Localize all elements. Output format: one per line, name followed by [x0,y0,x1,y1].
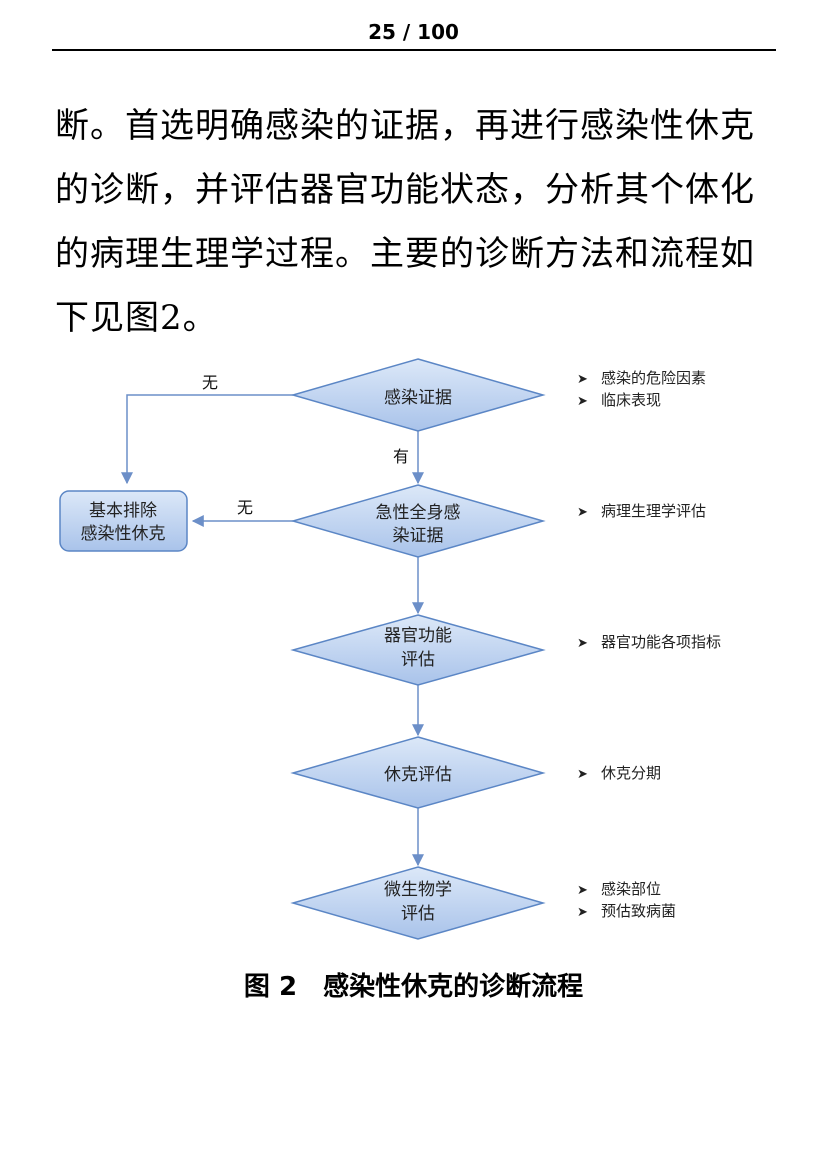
node-organ-label-2: 评估 [401,650,435,670]
note-pathogen: 预估致病菌 [601,902,676,920]
note-pathophysiology: 病理生理学评估 [601,502,706,520]
node-acute-label-1: 急性全身感 [376,503,461,523]
box-exclude-shock [59,490,188,552]
bullet-icon: ➤ [577,905,588,920]
bullet-icon: ➤ [577,505,588,520]
node-micro-label-1: 微生物学 [384,880,452,900]
diamond-micro-assessment [290,866,546,940]
node-micro-label-2: 评估 [401,904,435,924]
node-organ-label-1: 器官功能 [384,626,452,646]
bullet-icon: ➤ [577,883,588,898]
diamond-shock-assessment [290,736,546,809]
edge-infection-to-exclude [121,394,293,485]
note-shock-stage: 休克分期 [601,764,661,782]
node-exclude-label-1: 基本排除 [89,501,157,521]
node-infection-evidence-label: 感染证据 [384,388,452,408]
page-number: 25 / 100 [368,20,459,44]
diamond-organ-assessment [290,614,546,686]
bullet-icon: ➤ [577,394,588,409]
edge-label-no-top: 无 [202,373,218,392]
bullet-icon: ➤ [577,767,588,782]
edge-label-no-middle: 无 [237,498,253,517]
connector-lines [121,394,424,867]
header-rule [52,49,776,51]
figure-caption: 图 2 感染性休克的诊断流程 [0,966,827,1003]
note-clinical-signs: 临床表现 [601,391,661,409]
figure-number: 图 2 [243,972,298,1002]
bullet-icon: ➤ [577,372,588,387]
note-risk-factors: 感染的危险因素 [601,369,706,387]
body-paragraph: 断。首选明确感染的证据，再进行感染性休克的诊断，并评估器官功能状态，分析其个体化… [55,106,755,338]
diamond-infection-evidence [290,358,546,432]
note-organ-indicators: 器官功能各项指标 [601,633,721,651]
bullet-icon: ➤ [577,636,588,651]
edge-label-yes: 有 [393,447,409,466]
node-exclude-label-2: 感染性休克 [81,524,166,544]
figure-title: 感染性休克的诊断流程 [323,972,584,1002]
node-shock-label: 休克评估 [384,765,452,785]
diagnosis-flowchart: 感染证据 急性全身感 染证据 器官功能 评估 休克评估 微生物学 评估 基本排除… [59,358,721,940]
note-infection-site: 感染部位 [601,880,661,898]
node-acute-label-2: 染证据 [393,526,444,546]
diamond-acute-evidence [290,484,546,558]
